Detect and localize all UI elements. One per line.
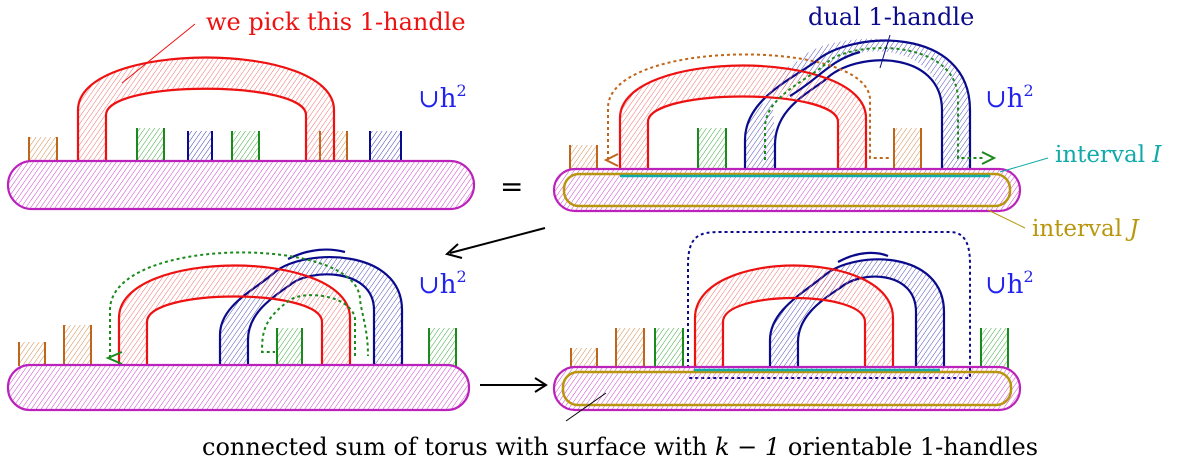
arrow-to-bottom-right xyxy=(480,377,548,393)
dual-pointer-line xyxy=(879,34,891,69)
base-surface xyxy=(6,159,476,211)
panel-top-left: we pick this 1-handle ∪h2 xyxy=(6,8,476,211)
foot-green xyxy=(654,328,684,368)
foot-blue xyxy=(369,131,402,162)
foot-orange xyxy=(893,128,922,170)
orange-arrowhead xyxy=(603,153,619,167)
foot-blue xyxy=(187,131,213,162)
cup-h2-label: ∪h2 xyxy=(418,267,467,300)
arrow-to-bottom-left xyxy=(444,227,546,259)
caption-pointer-line xyxy=(565,392,607,422)
red-handle xyxy=(618,64,868,170)
interval-J-label: interval J xyxy=(1032,216,1140,242)
green-arrowhead xyxy=(105,351,123,365)
dual-handle-overstrand xyxy=(287,248,346,260)
interval-I-pointer xyxy=(999,157,1049,173)
dual-handle-overstrand xyxy=(789,50,861,97)
panel-bottom-right: ∪h2 xyxy=(552,231,1034,422)
base-surface xyxy=(552,365,1022,412)
red-handle xyxy=(76,56,336,162)
cup-h2-label: ∪h2 xyxy=(418,81,467,114)
interval-J-pointer xyxy=(987,209,1026,229)
pick-label: we pick this 1-handle xyxy=(206,8,466,36)
interval-J-curve xyxy=(561,370,1013,407)
cup-h2-label: ∪h2 xyxy=(985,81,1034,114)
blue-dotted-loop xyxy=(687,231,971,379)
green-dotted-loop xyxy=(764,47,985,160)
red-handle xyxy=(693,264,895,368)
dual-label: dual 1-handle xyxy=(808,3,974,31)
panel-top-right: dual 1-handle ∪h2 interval I interval J xyxy=(552,3,1162,242)
green-dotted-loop xyxy=(109,251,369,358)
foot-orange xyxy=(18,342,46,366)
base-surface xyxy=(552,167,1022,213)
foot-green xyxy=(428,328,457,366)
panel-bottom-left: ∪h2 xyxy=(6,248,471,412)
base-surface xyxy=(6,363,471,412)
foot-orange xyxy=(28,137,58,162)
foot-orange xyxy=(569,145,598,170)
interval-I-label: interval I xyxy=(1055,142,1162,168)
foot-orange xyxy=(63,325,92,366)
foot-green xyxy=(231,131,260,162)
red-handle xyxy=(117,264,352,366)
foot-green xyxy=(980,328,1009,368)
caption: connected sum of torus with surface with… xyxy=(202,433,1038,461)
foot-orange xyxy=(615,328,645,368)
pick-pointer-line xyxy=(121,23,196,84)
foot-green xyxy=(136,128,165,162)
foot-green xyxy=(276,328,303,366)
cup-h2-label: ∪h2 xyxy=(985,267,1034,300)
dual-handle-overstrand xyxy=(837,251,889,263)
equals-sign: = xyxy=(500,170,523,203)
foot-orange xyxy=(570,348,598,368)
foot-green xyxy=(697,128,727,170)
orange-dotted-loop xyxy=(607,53,890,160)
interval-J-curve xyxy=(562,172,1012,208)
green-arrowhead xyxy=(981,151,997,165)
